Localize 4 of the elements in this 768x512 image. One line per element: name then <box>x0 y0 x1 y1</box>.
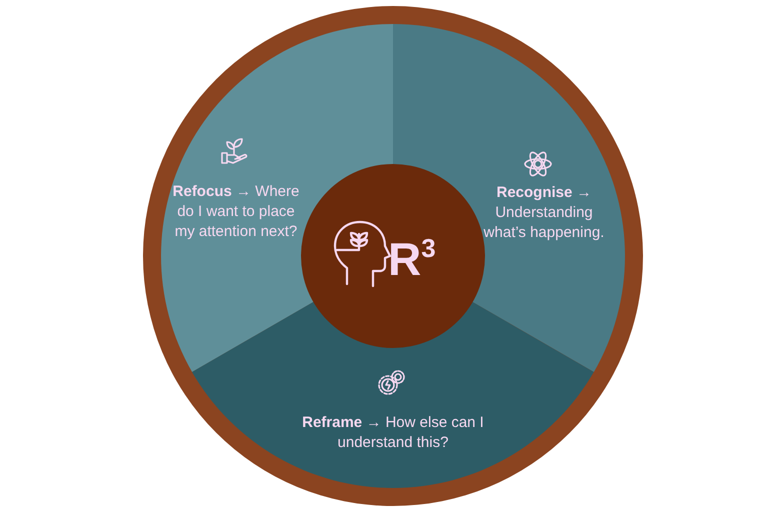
center-title: R$^{3}$ <box>388 232 437 287</box>
segment-text: Reframe → How else can I understand this? <box>301 413 485 453</box>
segment-text: Refocus → Where do I want to place my attention next? <box>172 182 300 242</box>
segment-text: Recognise → Understanding what’s happening. <box>482 183 606 243</box>
